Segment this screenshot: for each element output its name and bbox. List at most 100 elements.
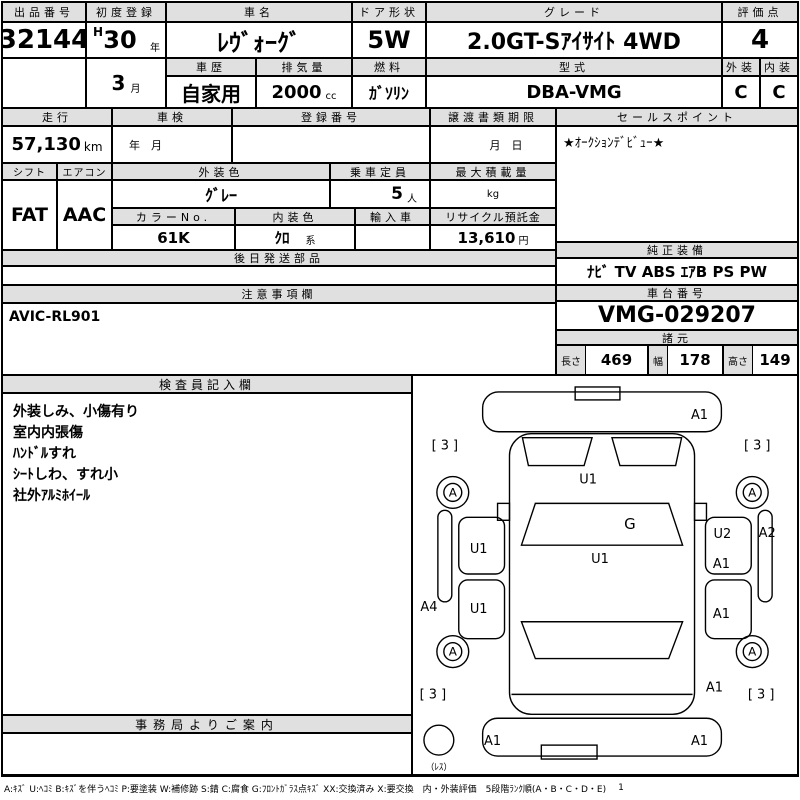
interior-color-value: ｸﾛ 系: [235, 225, 355, 250]
office-info-content: [2, 733, 412, 775]
era-letter: H: [93, 25, 104, 39]
capacity-number: 5: [391, 184, 403, 204]
label-front-bumper-right: A1: [691, 408, 708, 423]
label-hood: U1: [579, 472, 597, 487]
color-no-label: カラーNo.: [112, 208, 235, 225]
first-registration-year-cell: H 30 年: [86, 22, 166, 58]
label-right-front-door: A1: [713, 557, 730, 572]
dimension-width: 幅 178: [648, 345, 723, 375]
dimension-height: 高さ 149: [723, 345, 798, 375]
caution-value: AVIC-RL901: [2, 303, 556, 375]
vehicle-top-view: A1 [ 3 ] [ 3 ] A A U1 G U2 A2 U1 U1 A1 A…: [420, 386, 776, 773]
mileage-number: 57,130: [11, 134, 81, 155]
year-unit: 年: [150, 43, 160, 54]
label-windshield: G: [624, 515, 636, 533]
capacity-label: 乗車定員: [330, 163, 430, 180]
model-code-value: DBA-VMG: [426, 76, 722, 108]
inspection-label: 車検: [112, 108, 232, 126]
mileage-unit: km: [83, 140, 103, 154]
exterior-score-label: 外装: [722, 58, 760, 76]
inspector-notes-label: 検査員記入欄: [2, 375, 412, 393]
exterior-color-label: 外装色: [112, 163, 330, 180]
interior-score-value: C: [760, 76, 798, 108]
label-wheel-front-left: A: [449, 485, 458, 499]
fuel-value: ｶﾞｿﾘﾝ: [352, 76, 426, 108]
first-registration-month: 3: [111, 71, 126, 95]
displacement-value: 2000 cc: [256, 76, 352, 108]
recycle-deposit-value: 13,610 円: [430, 225, 556, 250]
shift-value: FAT: [2, 180, 57, 250]
score-value: 4: [722, 22, 798, 58]
door-shape-value: 5W: [352, 22, 426, 58]
height-value: 149: [759, 351, 791, 369]
label-rear-bumper-left: A1: [484, 734, 501, 749]
chassis-number-value: VMG-029207: [556, 301, 798, 330]
import-value: [355, 225, 430, 250]
first-registration-month-cell: 3 月: [86, 58, 166, 108]
car-name-label: 車名: [166, 2, 352, 22]
mileage-value: 57,130 km: [2, 126, 112, 163]
displacement-label: 排気量: [256, 58, 352, 76]
aircon-value: AAC: [57, 180, 112, 250]
label-left-rear-door: U1: [470, 602, 488, 617]
length-label: 長さ: [557, 346, 586, 374]
max-load-label: 最大積載量: [430, 163, 556, 180]
equipment-label: 純正装備: [556, 242, 798, 258]
recycle-deposit-unit: 円: [518, 236, 529, 247]
dimension-length: 長さ 469: [556, 345, 648, 375]
label-right-rear-door: A1: [713, 607, 730, 622]
label-right-side-sill: A2: [759, 526, 776, 541]
label-tire-front-left: [ 3 ]: [432, 439, 459, 454]
interior-score-label: 内装: [760, 58, 798, 76]
lot-number-value: 32144: [2, 22, 86, 58]
inspection-value: 年 月: [112, 126, 232, 163]
transfer-deadline-value: 月 日: [430, 126, 556, 163]
inspector-note-line: ﾊﾝﾄﾞﾙすれ: [13, 446, 76, 462]
transfer-deadline-label: 譲渡書類期限: [430, 108, 556, 126]
label-spare-tire: （ﾚｽ）: [425, 762, 452, 773]
registration-number-label: 登録番号: [232, 108, 430, 126]
later-parts-value: [2, 266, 556, 285]
label-wheel-rear-left: A: [449, 645, 458, 659]
caution-label: 注意事項欄: [2, 285, 556, 303]
label-right-front-door-upper: U2: [714, 527, 732, 542]
displacement-number: 2000: [271, 81, 322, 103]
height-label: 高さ: [724, 346, 753, 374]
fuel-label: 燃料: [352, 58, 426, 76]
office-info-label: 事務局よりご案内: [2, 715, 412, 733]
dimensions-label: 諸元: [556, 330, 798, 345]
inspector-note-line: 社外ｱﾙﾐﾎｲｰﾙ: [13, 488, 90, 504]
equipment-value: ﾅﾋﾞ TV ABS ｴｱB PS PW: [556, 258, 798, 285]
interior-color-suffix: 系: [305, 236, 316, 247]
label-tire-rear-right: [ 3 ]: [748, 687, 775, 702]
lot-number-label: 出品番号: [2, 2, 86, 22]
interior-color-label: 内装色: [235, 208, 355, 225]
label-wheel-front-right: A: [748, 485, 757, 499]
first-registration-label: 初度登録: [86, 2, 166, 22]
inspector-notes: 外装しみ、小傷有り 室内内張傷 ﾊﾝﾄﾞﾙすれ ｼｰﾄしわ、すれ小 社外ｱﾙﾐﾎ…: [2, 393, 412, 715]
label-rear-bumper-right: A1: [691, 734, 708, 749]
sales-point-value: ★ｵｰｸｼｮﾝﾃﾞﾋﾞｭｰ★: [556, 126, 798, 242]
model-code-label: 型式: [426, 58, 722, 76]
history-value: 自家用: [166, 76, 256, 108]
grade-label: グレード: [426, 2, 722, 22]
recycle-deposit-number: 13,610: [457, 228, 516, 247]
label-tire-rear-left: [ 3 ]: [420, 687, 447, 702]
label-roof: U1: [591, 552, 609, 567]
month-unit: 月: [130, 83, 141, 95]
color-no-value: 61K: [112, 225, 235, 250]
score-label: 評価点: [722, 2, 798, 22]
sales-point-label: セールスポイント: [556, 108, 798, 126]
mileage-label: 走行: [2, 108, 112, 126]
capacity-unit: 人: [407, 193, 417, 205]
exterior-score-value: C: [722, 76, 760, 108]
inspector-note-line: 外装しみ、小傷有り: [13, 404, 139, 420]
car-name-value: ﾚｳﾞｫｰｸﾞ: [166, 22, 352, 58]
history-label: 車歴: [166, 58, 256, 76]
registration-number-value: [232, 126, 430, 163]
label-right-rear-quarter: A1: [706, 680, 723, 695]
import-label: 輸入車: [355, 208, 430, 225]
first-registration-year: 30: [103, 26, 137, 54]
label-tire-front-right: [ 3 ]: [744, 439, 771, 454]
